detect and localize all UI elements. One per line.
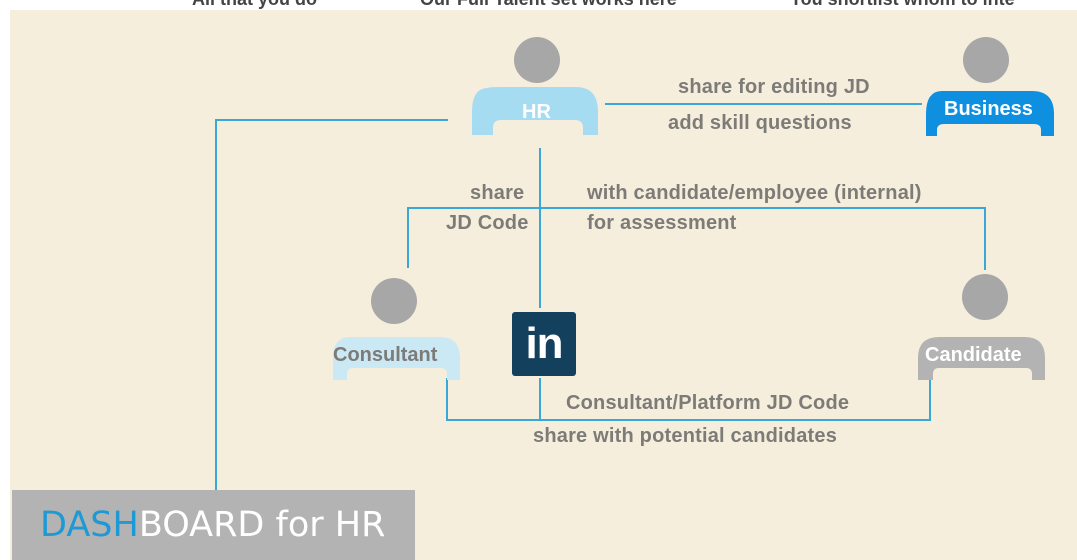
node-label-business: Business (944, 98, 1033, 120)
business-person-icon (926, 37, 1054, 136)
edge-label-for-assessment: for assessment (587, 212, 737, 234)
dashboard-banner: DASHBOARD for HR (12, 490, 415, 560)
edge-label-consultant-platform-jd-code: Consultant/Platform JD Code (566, 392, 850, 414)
edge-label-share-editing-jd: share for editing JD (678, 76, 870, 98)
node-label-consultant: Consultant (333, 344, 438, 366)
edge-label-with-candidate: with candidate/employee (internal) (587, 182, 922, 204)
dashboard-title-rest: BOARD for HR (138, 505, 386, 545)
edge-label-share: share (470, 182, 525, 204)
header-fragment-right: You shortlist whom to inte (790, 0, 1015, 10)
dashboard-title-accent: DASH (40, 505, 139, 545)
edge-label-share-with-potential: share with potential candidates (533, 425, 838, 447)
header-strip: All that you do Our Full Talent set work… (0, 0, 1077, 10)
linkedin-icon: in (512, 312, 576, 376)
consultant-person-icon (333, 278, 460, 380)
connector-dashboard-hr (215, 119, 448, 490)
connector-lines (215, 103, 986, 490)
candidate-person-icon (918, 274, 1045, 380)
connector-consultant-candidate (446, 378, 931, 421)
node-label-hr: HR (522, 101, 551, 123)
header-fragment-left: All that you do (192, 0, 317, 10)
edge-label-jd-code: JD Code (446, 212, 529, 234)
node-label-candidate: Candidate (925, 344, 1022, 366)
hr-person-icon (472, 37, 598, 135)
edge-label-add-skill-questions: add skill questions (668, 112, 852, 134)
connector-internal-share (407, 207, 986, 270)
header-fragment-center: Our Full Talent set works here (420, 0, 677, 10)
